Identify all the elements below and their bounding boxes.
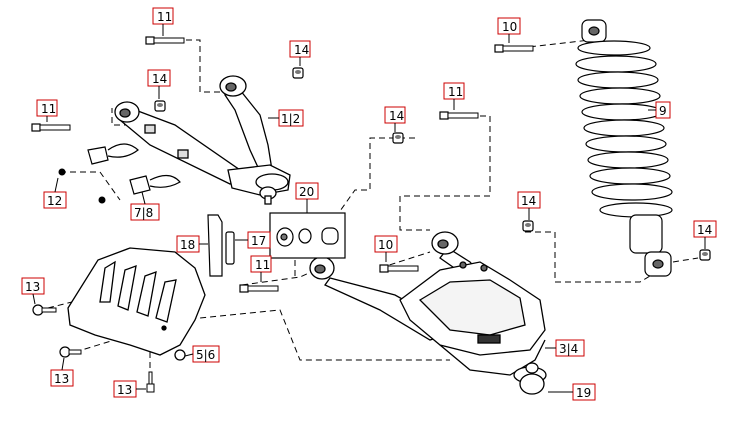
screw-12 [58, 168, 106, 204]
callout-14-left: 14 [147, 69, 171, 87]
svg-text:13: 13 [25, 280, 40, 294]
svg-text:13: 13 [117, 383, 132, 397]
callout-3-4: 3|4 [555, 339, 585, 357]
pin-17 [225, 231, 235, 265]
svg-text:13: 13 [54, 372, 69, 386]
callout-13-middle: 13 [50, 369, 74, 387]
callout-11-left: 11 [36, 99, 58, 117]
bolt-10-lower [379, 264, 419, 273]
callout-11-middle: 11 [443, 82, 465, 100]
svg-text:19: 19 [576, 386, 591, 400]
callout-7-8: 7|8 [130, 203, 160, 221]
sleeve-18 [207, 214, 223, 277]
svg-text:11: 11 [255, 258, 270, 272]
callout-19: 19 [572, 383, 596, 401]
svg-text:11: 11 [41, 102, 56, 116]
svg-text:7|8: 7|8 [134, 206, 153, 220]
nut-14-lower [522, 220, 534, 232]
clips-7-8 [87, 143, 181, 195]
bolt-11-lower [239, 284, 279, 293]
callout-11-top: 11 [152, 7, 174, 25]
screw-13 [32, 304, 155, 393]
svg-text:18: 18 [180, 238, 195, 252]
shock-absorber-spring [575, 19, 673, 277]
svg-text:14: 14 [521, 194, 536, 208]
lower-a-arm [309, 231, 547, 395]
svg-text:3|4: 3|4 [559, 342, 578, 356]
svg-text:1|2: 1|2 [281, 112, 300, 126]
callout-18: 18 [176, 235, 200, 253]
callout-14-right: 14 [693, 220, 717, 238]
skid-guard [67, 247, 206, 361]
ball-joint [525, 362, 539, 374]
svg-text:14: 14 [294, 43, 309, 57]
callout-20: 20 [295, 182, 319, 200]
bolt-11-left [31, 123, 71, 132]
nut-14-top [292, 67, 304, 79]
callout-14-lower: 14 [517, 191, 541, 209]
bushing-kit-20 [269, 212, 346, 259]
callout-leaders [32, 24, 706, 393]
bolt-11-top [145, 36, 185, 45]
bolt-11-middle [439, 111, 479, 120]
svg-text:20: 20 [299, 185, 314, 199]
callout-14-top: 14 [289, 40, 311, 58]
svg-text:12: 12 [47, 194, 62, 208]
bolt-10-top [494, 44, 534, 53]
nut-14-middle [392, 132, 404, 144]
svg-text:9: 9 [659, 104, 667, 118]
callout-14-middle: 14 [384, 106, 406, 124]
upper-a-arm [114, 75, 291, 205]
callout-17: 17 [247, 231, 271, 249]
callout-13-top: 13 [21, 277, 45, 295]
nut-14-left [154, 100, 166, 112]
svg-text:14: 14 [389, 109, 404, 123]
callout-10-lower: 10 [374, 235, 398, 253]
callout-11-lower: 11 [250, 255, 272, 273]
callout-5-6: 5|6 [192, 345, 220, 363]
callout-12: 12 [43, 191, 67, 209]
svg-text:10: 10 [502, 20, 517, 34]
svg-text:14: 14 [152, 72, 167, 86]
svg-text:14: 14 [697, 223, 712, 237]
callout-10-top: 10 [497, 17, 521, 35]
svg-text:17: 17 [251, 234, 266, 248]
nut-14-right [699, 249, 711, 261]
callout-9: 9 [655, 101, 671, 119]
svg-text:11: 11 [157, 10, 172, 24]
callout-13-bottom: 13 [113, 380, 137, 398]
svg-text:5|6: 5|6 [196, 348, 215, 362]
svg-text:11: 11 [448, 85, 463, 99]
callout-1-2: 1|2 [278, 109, 304, 127]
svg-text:10: 10 [378, 238, 393, 252]
